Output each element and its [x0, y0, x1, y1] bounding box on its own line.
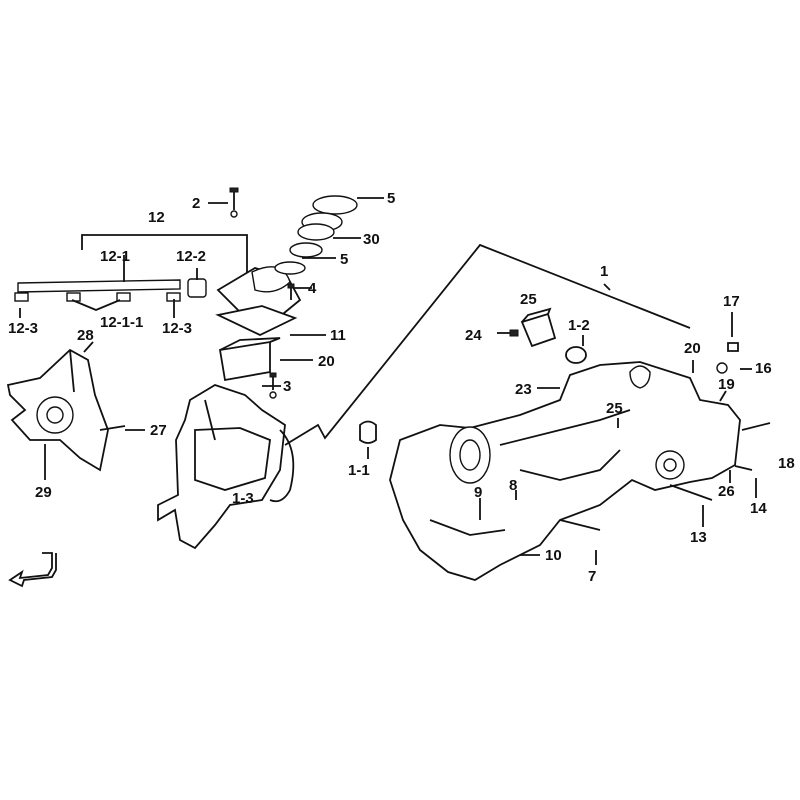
callout-1-2: 1-2 [568, 317, 590, 334]
callout-7: 7 [588, 568, 596, 585]
callout-9: 9 [474, 484, 482, 501]
callout-14: 14 [750, 500, 767, 517]
callout-23: 24 [465, 327, 482, 344]
crankcase-half-drawing [157, 384, 295, 550]
callout-12: 12 [148, 209, 165, 226]
callout-13: 13 [690, 529, 707, 546]
callout-1-3: 1-3 [232, 490, 254, 507]
callout-27: 27 [150, 422, 167, 439]
callout-5-top: 5 [387, 190, 395, 207]
callout-4: 4 [308, 280, 317, 297]
callout-12-1: 12-1 [100, 248, 130, 265]
callout-2: 2 [192, 195, 200, 212]
callout-5: 5 [340, 251, 348, 268]
leader-lines [19, 197, 757, 565]
callout-21: 23 [515, 381, 532, 398]
hose-assembly-drawing [14, 234, 248, 302]
callout-30: 30 [363, 231, 380, 248]
callout-19: 20 [684, 340, 701, 357]
callout-10: 10 [545, 547, 562, 564]
callout-11: 11 [330, 327, 346, 344]
callout-labels: 2 5 30 5 12 12-1 12-2 4 12-3 12-1-1 12-3… [8, 190, 795, 585]
intake-cover-drawing [215, 187, 358, 399]
callout-12-1-1: 12-1-1 [100, 314, 143, 331]
callout-1-1: 1-1 [348, 462, 370, 479]
callout-28: 28 [77, 327, 94, 344]
callout-8: 8 [509, 477, 517, 494]
callout-24: 25 [520, 291, 537, 308]
callout-15: 16 [755, 360, 772, 377]
assembly-guide-line [284, 243, 691, 446]
callout-20: 20 [318, 353, 335, 370]
bracket-drawing [6, 348, 126, 472]
callout-1: 1 [600, 263, 608, 280]
callout-17: 18 [778, 455, 795, 472]
callout-18: 19 [718, 376, 735, 393]
direction-arrow-icon [8, 552, 57, 588]
callout-12-2: 12-2 [176, 248, 206, 265]
main-crankcase-drawing [389, 361, 741, 581]
callout-29: 29 [35, 484, 52, 501]
callout-16: 17 [723, 293, 740, 310]
callout-26: 26 [718, 483, 735, 500]
callout-25: 25 [606, 400, 623, 417]
callout-12-3-left: 12-3 [8, 320, 38, 337]
small-parts-drawing [359, 307, 771, 531]
callout-3: 3 [283, 378, 291, 395]
callout-12-3-right: 12-3 [162, 320, 192, 337]
